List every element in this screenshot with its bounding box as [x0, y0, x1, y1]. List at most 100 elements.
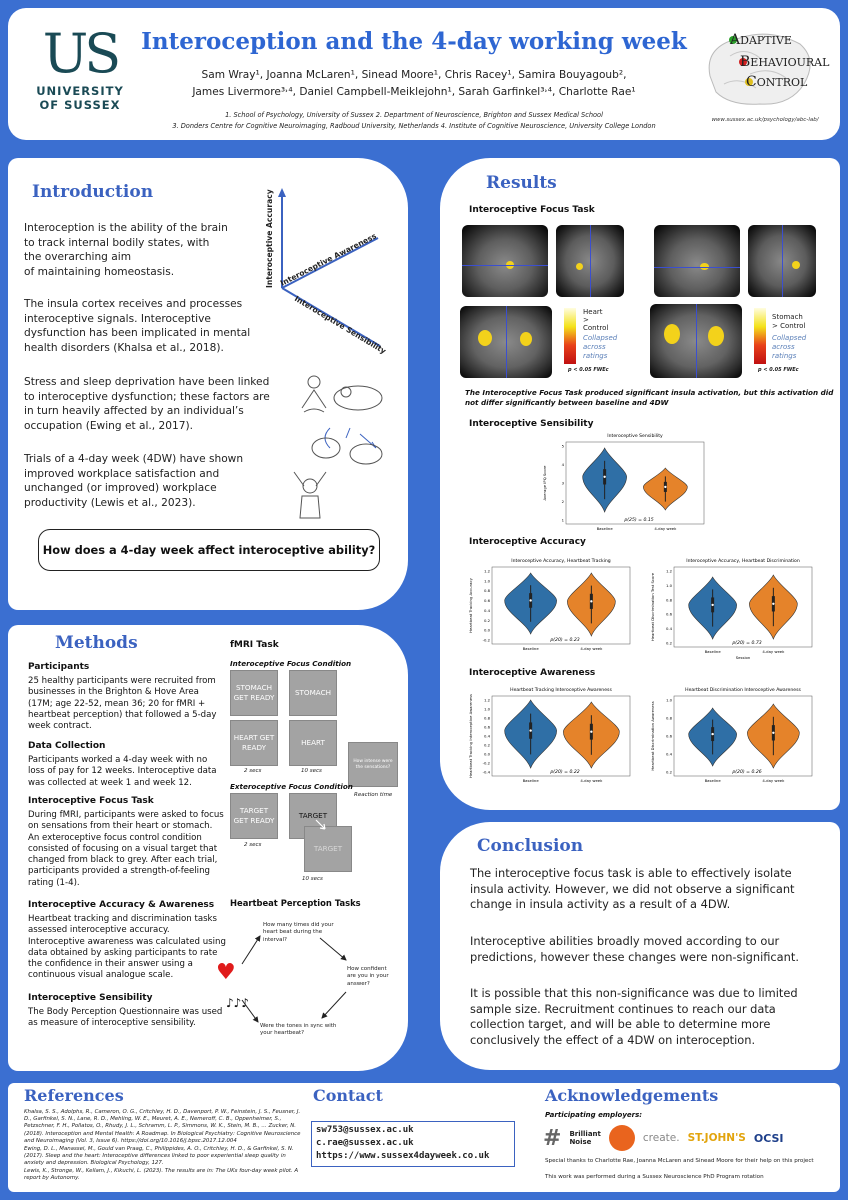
violin-baseline-median: [711, 732, 714, 736]
violin-baseline-median: [603, 475, 606, 478]
y-axis-label: Heartbeat Discrimination Test Score: [650, 572, 655, 641]
cbar2-collapsed: Collapsed across ratings: [772, 334, 807, 360]
brain-sagittal-1: [462, 225, 548, 297]
intro-paragraph-1: Interoception is the ability of the brai…: [24, 222, 228, 278]
hb-question-3: Were the tones in sync with your heartbe…: [260, 1023, 337, 1037]
poster-title: Interoception and the 4-day working week: [141, 28, 687, 55]
conclusion-paragraph-2: Interoceptive abilities broadly moved ac…: [470, 934, 799, 964]
y-tick-label: 0.2: [484, 618, 491, 623]
y-tick-label: 0.6: [484, 598, 491, 603]
focus-task-method-text: During fMRI, participants were asked to …: [28, 810, 224, 888]
reference-2: Ewing, D. L., Manassei, M., Gould van Pr…: [24, 1146, 294, 1167]
target-change-arrow: [315, 819, 326, 830]
y-tick-label: -0.2: [483, 638, 491, 643]
plot-title: Heartbeat Tracking Interoceptive Awarene…: [510, 687, 612, 693]
reference-1: Khalsa, S. S., Adolphs, R., Cameron, O. …: [24, 1109, 301, 1144]
plot-stat: p(25) = 0.15: [623, 517, 653, 523]
cbar1-pval: p < 0.05 FWEc: [568, 367, 609, 373]
create-logo: create.: [642, 1132, 680, 1144]
violin-4day-median: [664, 485, 667, 489]
thanks-text: Special thanks to Charlotte Rae, Joanna …: [545, 1158, 814, 1164]
plot-title: Interoceptive Sensibility: [607, 433, 663, 439]
accuracy-heading: Interoceptive Accuracy: [469, 537, 586, 547]
stomach-box: STOMACH: [289, 670, 337, 716]
university-logo: US UNIVERSITY OF SUSSEX: [28, 22, 132, 113]
abc-a: ADAPTIVE: [730, 32, 792, 48]
y-tick-label: 0.2: [666, 641, 673, 646]
time-2s-b: 2 secs: [244, 842, 262, 848]
stomach-ready-box: STOMACH GET READY: [230, 670, 278, 716]
y-tick-label: 0.0: [484, 752, 491, 757]
focus-caption: The Interoceptive Focus Task produced si…: [465, 388, 834, 407]
heart-ready-box: HEART GET READY: [230, 720, 278, 766]
x-tick-label: Baseline: [523, 646, 540, 651]
y-tick-label: 1.0: [666, 583, 673, 588]
conclusion-paragraph-3: It is possible that this non-significanc…: [470, 986, 798, 1047]
affiliations-line-2: 3. Donders Centre for Cognitive Neuroima…: [172, 122, 656, 130]
awareness-discrimination-violin-plot: Heartbeat Discrimination Interoceptive A…: [650, 687, 813, 783]
y-tick-label: 1.2: [484, 698, 491, 703]
violin-baseline-median: [529, 599, 532, 602]
participants-text: 25 healthy participants were recruited f…: [28, 676, 217, 732]
plot-frame: [491, 695, 631, 777]
reference-3: Lewis, K., Stronge, W., Kellam, J., Kiku…: [24, 1168, 299, 1182]
y-tick-label: 0.6: [666, 734, 673, 739]
y-tick-label: 0.0: [484, 628, 491, 633]
plot-frame: [673, 566, 813, 648]
y-tick-label: 0.8: [484, 588, 491, 593]
y-tick-label: 0.2: [484, 743, 491, 748]
time-10s-b: 10 secs: [302, 876, 323, 882]
data-collection-heading: Data Collection: [28, 741, 106, 751]
hb-question-1: How many times did your heart beat durin…: [263, 922, 334, 943]
time-10s: 10 secs: [301, 768, 322, 774]
contact-email-2[interactable]: c.rae@sussex.ac.uk: [316, 1138, 414, 1148]
y-tick-label: 5: [562, 444, 565, 449]
accuracy-awareness-text: Heartbeat tracking and discrimination ta…: [28, 914, 226, 981]
violin-baseline-median: [529, 729, 532, 732]
y-tick-label: -0.4: [483, 770, 491, 775]
abc-b: BEHAVIOURAL: [740, 54, 830, 70]
y-tick-label: 1: [562, 518, 565, 523]
plot-title: Heartbeat Discrimination Interoceptive A…: [685, 687, 801, 693]
abc-c: CONTROL: [746, 74, 808, 90]
axis-accuracy-label: Interoceptive Accuracy: [265, 189, 274, 288]
extero-condition-label: Exteroceptive Focus Condition: [230, 782, 353, 791]
x-tick-label: Baseline: [705, 649, 722, 654]
st-johns-logo: ST.JOHN'S: [687, 1132, 746, 1144]
y-tick-label: 0.6: [484, 725, 491, 730]
contact-box: sw753@sussex.ac.uk c.rae@sussex.ac.uk ht…: [311, 1121, 515, 1167]
y-tick-label: 0.4: [666, 626, 673, 631]
intro-paragraph-3: Stress and sleep deprivation have been l…: [24, 376, 270, 432]
focus-task-heading: Interoceptive Focus Task: [469, 205, 595, 215]
y-tick-label: 1.0: [484, 578, 491, 583]
y-tick-label: 2: [562, 499, 565, 504]
logo-us: US: [42, 22, 122, 85]
y-tick-label: 0.2: [666, 770, 673, 775]
contact-title: Contact: [313, 1086, 383, 1105]
contact-email-1[interactable]: sw753@sussex.ac.uk: [316, 1125, 414, 1135]
brain-sagittal-2: [654, 225, 740, 297]
contact-website[interactable]: https://www.sussex4dayweek.co.uk: [316, 1151, 490, 1161]
plot-stat: p(20) = 0.73: [731, 640, 761, 646]
y-tick-label: 0.6: [666, 612, 673, 617]
cbar2-label: Stomach > Control: [772, 313, 806, 330]
violin-4day-median: [772, 602, 775, 605]
results-title: Results: [486, 173, 557, 193]
colorbar-2: [754, 308, 766, 364]
hash-logo-icon: #: [543, 1125, 562, 1151]
acknowledgements-title: Acknowledgements: [545, 1086, 719, 1105]
conclusion-title: Conclusion: [477, 836, 584, 856]
plot-frame: [565, 441, 705, 525]
awareness-tracking-violin-plot: Heartbeat Tracking Interoceptive Awarene…: [468, 687, 631, 783]
logo-university: UNIVERSITY OF SUSSEX: [36, 84, 124, 112]
y-tick-label: 1.2: [484, 569, 491, 574]
y-tick-label: 1.0: [666, 698, 673, 703]
y-axis-label: Heartbeat Discrimination Awareness: [650, 701, 655, 770]
hb-question-2: How confident are you in your answer?: [347, 966, 389, 987]
interoception-axes-diagram: Interoceptive Accuracy Interoceptive Awa…: [265, 188, 388, 356]
y-tick-label: 0.8: [666, 716, 673, 721]
y-tick-label: 4: [562, 462, 565, 467]
y-tick-label: 1.0: [484, 707, 491, 712]
authors-line-1: Sam Wray¹, Joanna McLaren¹, Sinead Moore…: [201, 69, 627, 81]
